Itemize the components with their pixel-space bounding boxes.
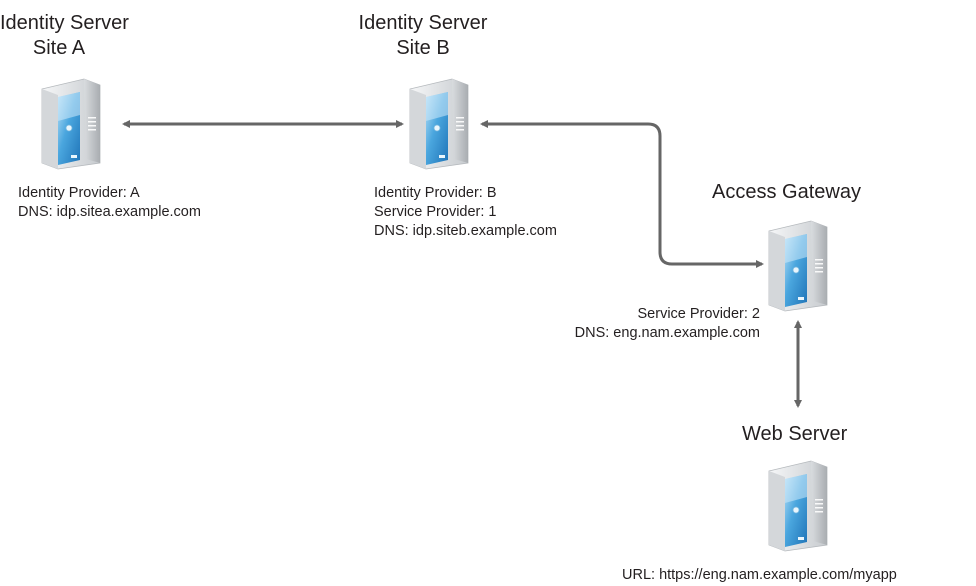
web-server-info: URL: https://eng.nam.example.com/myapp <box>622 566 897 585</box>
connector-site-b-access-gateway <box>480 120 764 268</box>
access-gateway-info-dns: DNS: eng.nam.example.com <box>574 325 760 341</box>
server-icon <box>768 220 828 312</box>
access-gateway-info-sp: Service Provider: 2 <box>637 306 761 322</box>
server-icon <box>768 460 828 552</box>
site-b-info-sp: Service Provider: 1 <box>374 204 497 220</box>
web-server-info-url: URL: https://eng.nam.example.com/myapp <box>622 567 897 583</box>
server-icon <box>409 78 469 170</box>
site-a-title-line2: Site A <box>32 37 86 59</box>
web-server-title: Web Server <box>742 423 848 445</box>
site-b-title: Identity Server Site B <box>358 11 488 61</box>
access-gateway-title: Access Gateway <box>712 181 861 203</box>
server-icon <box>41 78 101 170</box>
site-b-info-dns: DNS: idp.siteb.example.com <box>374 223 557 239</box>
site-b-title-line1: Identity Server <box>358 12 488 34</box>
site-b-title-line2: Site B <box>396 37 450 59</box>
site-a-info-idp: Identity Provider: A <box>18 185 140 201</box>
access-gateway-info: Service Provider: 2 DNS: eng.nam.example… <box>575 305 760 343</box>
site-b-info: Identity Provider: B Service Provider: 1… <box>374 184 557 241</box>
site-b-info-idp: Identity Provider: B <box>374 185 497 201</box>
site-a-title-line1: Identity Server <box>0 12 129 34</box>
site-a-info: Identity Provider: A DNS: idp.sitea.exam… <box>18 184 201 222</box>
site-a-title: Identity Server Site A <box>0 11 129 61</box>
site-a-info-dns: DNS: idp.sitea.example.com <box>18 204 201 220</box>
